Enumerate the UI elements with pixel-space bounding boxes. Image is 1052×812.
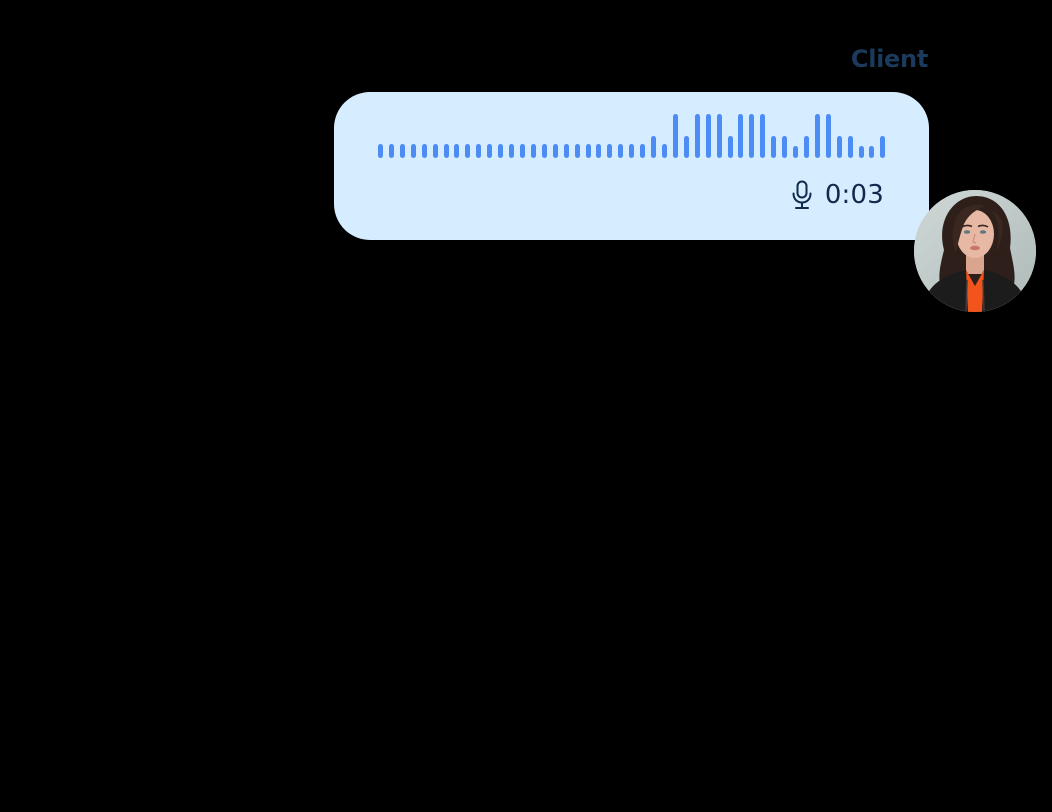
- waveform-bar: [749, 114, 755, 158]
- waveform-bar: [378, 144, 383, 158]
- waveform-bar: [399, 144, 405, 158]
- waveform-bar: [552, 144, 558, 158]
- waveform-bar: [443, 144, 449, 158]
- waveform-bar: [465, 144, 471, 158]
- waveform-bar: [760, 114, 766, 158]
- waveform-bar: [640, 144, 646, 158]
- voice-duration: 0:03: [824, 180, 884, 210]
- waveform-bar: [618, 144, 624, 158]
- waveform-bar: [836, 136, 842, 158]
- waveform-bar: [585, 144, 591, 158]
- waveform-bar: [782, 136, 788, 158]
- waveform-bar: [454, 144, 460, 158]
- waveform-bar: [727, 136, 733, 158]
- avatar-portrait-icon: [914, 190, 1036, 312]
- waveform-bar: [694, 114, 700, 158]
- waveform-bar: [629, 144, 635, 158]
- waveform-bar: [410, 144, 416, 158]
- waveform-bar: [432, 144, 438, 158]
- microphone-icon: [792, 180, 812, 209]
- waveform-bar: [705, 114, 711, 158]
- audio-waveform[interactable]: [378, 114, 886, 158]
- waveform-bar: [803, 136, 809, 158]
- waveform-bar: [651, 136, 657, 158]
- waveform-bar: [530, 144, 536, 158]
- waveform-bar: [858, 146, 864, 158]
- waveform-bar: [541, 144, 547, 158]
- waveform-bar: [596, 144, 602, 158]
- waveform-bar: [880, 136, 886, 158]
- waveform-bar: [716, 114, 722, 158]
- waveform-bar: [421, 144, 427, 158]
- avatar[interactable]: [914, 190, 1036, 312]
- waveform-bar: [509, 144, 515, 158]
- waveform-bar: [847, 136, 853, 158]
- waveform-bar: [607, 144, 613, 158]
- sender-label: Client: [850, 45, 928, 73]
- waveform-bar: [574, 144, 580, 158]
- waveform-bar: [661, 144, 667, 158]
- waveform-bar: [519, 144, 525, 158]
- waveform-bar: [672, 114, 678, 158]
- waveform-bar: [869, 146, 875, 158]
- waveform-bar: [498, 144, 504, 158]
- voice-message-bubble[interactable]: 0:03: [334, 92, 929, 240]
- waveform-bar: [771, 136, 777, 158]
- waveform-bar: [388, 144, 394, 158]
- waveform-bar: [825, 114, 831, 158]
- waveform-bar: [563, 144, 569, 158]
- waveform-bar: [738, 114, 744, 158]
- waveform-bar: [476, 144, 482, 158]
- waveform-bar: [793, 146, 799, 158]
- waveform-bar: [814, 114, 820, 158]
- waveform-bar: [487, 144, 493, 158]
- waveform-bar: [683, 136, 689, 158]
- voice-message-meta: 0:03: [791, 178, 884, 212]
